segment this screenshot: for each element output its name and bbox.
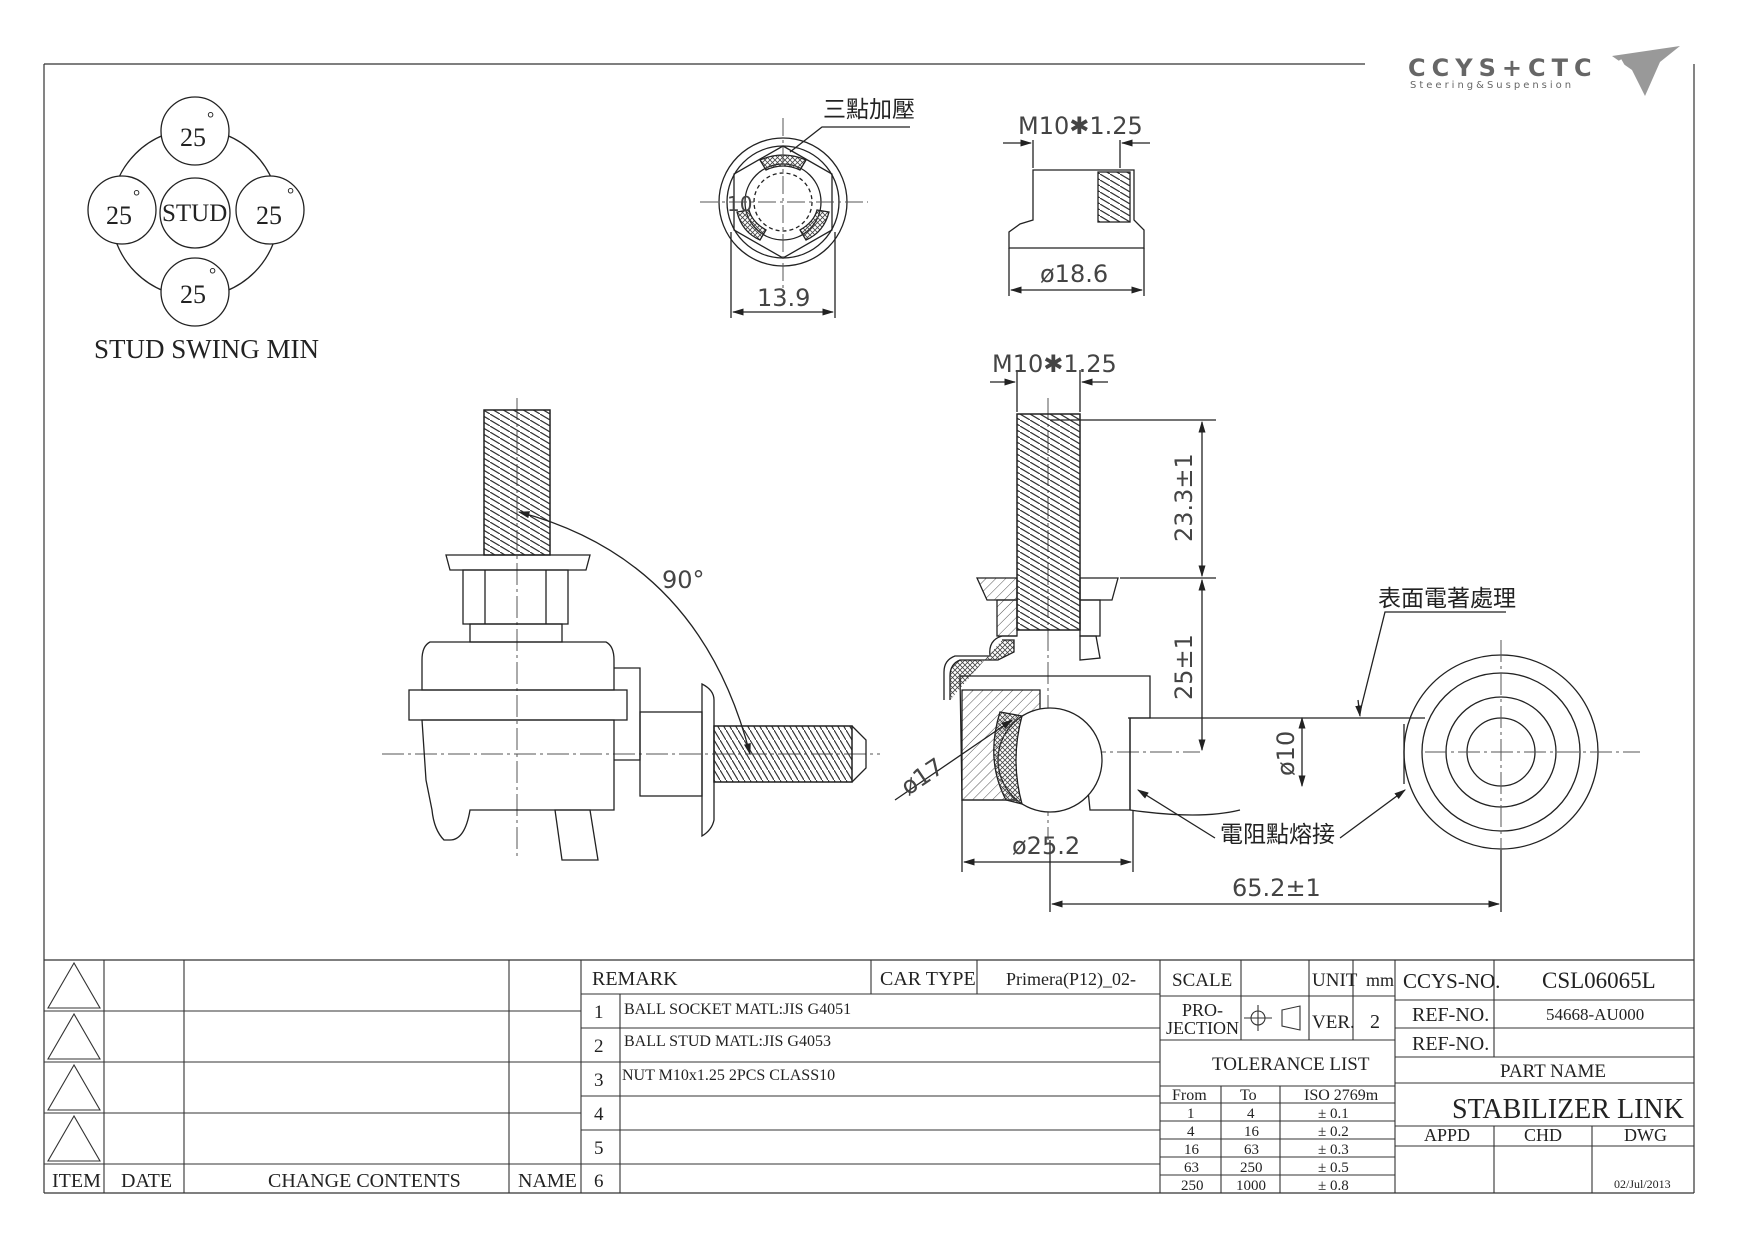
title-block — [1395, 960, 1694, 1193]
part-name-value: STABILIZER LINK — [1452, 1094, 1684, 1125]
nut-side-thread: M10✱1.25 — [1018, 112, 1143, 140]
tol-header-from: From — [1172, 1087, 1207, 1104]
header-change-contents: CHANGE CONTENTS — [268, 1170, 461, 1192]
swing-left-value: 25 — [106, 201, 132, 230]
tol-row-1-to: 4 — [1247, 1106, 1255, 1122]
swing-caption: STUD SWING MIN — [94, 334, 319, 364]
ver-value: 2 — [1370, 1011, 1380, 1033]
angle-label: 90° — [662, 566, 705, 594]
tol-row-4-to: 250 — [1240, 1160, 1263, 1176]
projection-label-2: JECTION — [1166, 1018, 1239, 1038]
nut-side-diameter: ø18.6 — [1040, 260, 1108, 288]
remark-row-3-no: 3 — [594, 1070, 604, 1091]
section-dimension-labels: M10✱1.25 23.3±1 25±1 表面電著處理 ø17 ø10 電阻點熔… — [896, 350, 1516, 902]
tol-header-to: To — [1240, 1087, 1257, 1104]
part-name-label: PART NAME — [1500, 1061, 1606, 1082]
scale-label: SCALE — [1172, 970, 1232, 991]
tol-row-1-from: 1 — [1187, 1106, 1195, 1122]
ccys-no-value: CSL06065L — [1542, 968, 1656, 993]
dwg-label: DWG — [1624, 1125, 1667, 1145]
nut-callout: 三點加壓 — [823, 97, 915, 122]
remark-row-1-no: 1 — [594, 1002, 604, 1023]
nut-side-view — [1003, 139, 1150, 296]
unit-label: UNIT — [1312, 970, 1358, 991]
tol-row-2-tol: ± 0.2 — [1318, 1124, 1349, 1140]
weld-note: 電阻點熔接 — [1220, 822, 1335, 847]
tol-header-std: ISO 2769m — [1304, 1087, 1379, 1104]
main-section-view — [894, 370, 1640, 912]
remark-row-5-no: 5 — [594, 1138, 604, 1159]
tol-row-4-tol: ± 0.5 — [1318, 1160, 1349, 1176]
remark-row-3-text: NUT M10x1.25 2PCS CLASS10 — [622, 1067, 835, 1084]
remark-row-2-no: 2 — [594, 1036, 604, 1057]
overall-length-dim: 65.2±1 — [1232, 874, 1321, 902]
ref-no-label-2: REF-NO. — [1412, 1033, 1489, 1055]
height-dim: 25±1 — [1170, 634, 1198, 700]
stud-swing-diagram — [87, 96, 305, 327]
revision-block — [44, 960, 582, 1193]
swing-bottom-degree: ° — [209, 264, 216, 284]
tol-row-4-from: 63 — [1184, 1160, 1199, 1176]
tol-row-1-tol: ± 0.1 — [1318, 1106, 1349, 1122]
header-date: DATE — [121, 1170, 172, 1192]
sheet-border — [43, 63, 1695, 1194]
remark-row-1-text: BALL SOCKET MATL:JIS G4051 — [624, 1001, 851, 1018]
ccys-no-label: CCYS-NO. — [1403, 969, 1500, 993]
remarks-text: REMARK CAR TYPE Primera(P12)_02- 1 BALL … — [592, 968, 1136, 1192]
projection-label-1: PRO- — [1182, 1000, 1223, 1020]
logo-wing-icon — [1612, 46, 1680, 96]
logo-text: CCYS+CTC — [1408, 54, 1598, 82]
surface-note: 表面電著處理 — [1378, 586, 1516, 611]
revision-headers: ITEM DATE CHANGE CONTENTS NAME — [52, 1170, 577, 1192]
ref-no-value: 54668-AU000 — [1546, 1005, 1644, 1024]
stud-length-dim: 23.3±1 — [1170, 453, 1198, 542]
housing-diameter-dim: ø25.2 — [1012, 832, 1080, 860]
swing-labels: 25 ° 25 ° STUD 25 ° 25 ° STUD SWING MIN — [94, 108, 319, 364]
ver-label: VER. — [1312, 1012, 1355, 1033]
swing-top-degree: ° — [207, 108, 214, 128]
remark-row-2-text: BALL STUD MATL:JIS G4053 — [624, 1033, 831, 1050]
swing-bottom-value: 25 — [180, 280, 206, 309]
tol-row-3-from: 16 — [1184, 1142, 1200, 1158]
tol-row-3-tol: ± 0.3 — [1318, 1142, 1349, 1158]
tol-row-5-to: 1000 — [1236, 1178, 1266, 1194]
scale-text: SCALE UNIT mm PRO- JECTION VER. 2 TOLERA… — [1166, 970, 1394, 1194]
swing-left-degree: ° — [133, 186, 140, 206]
remarks-block — [581, 960, 1161, 1193]
unit-value: mm — [1366, 970, 1394, 990]
car-type-value: Primera(P12)_02- — [1006, 969, 1136, 990]
header-name: NAME — [518, 1170, 577, 1192]
tol-row-3-to: 63 — [1244, 1142, 1259, 1158]
header-item: ITEM — [52, 1170, 101, 1192]
remark-row-4-no: 4 — [594, 1104, 604, 1125]
appd-label: APPD — [1424, 1125, 1470, 1145]
remark-label: REMARK — [592, 968, 678, 990]
ref-no-label: REF-NO. — [1412, 1004, 1489, 1026]
swing-right-degree: ° — [287, 184, 294, 204]
chd-label: CHD — [1524, 1125, 1562, 1145]
tol-row-2-from: 4 — [1187, 1124, 1195, 1140]
remark-row-6-no: 6 — [594, 1171, 604, 1192]
title-block-text: CCYS-NO. CSL06065L REF-NO. 54668-AU000 R… — [1403, 968, 1684, 1191]
tol-row-2-to: 16 — [1244, 1124, 1260, 1140]
swing-top-value: 25 — [180, 123, 206, 152]
logo-tagline: Steering&Suspension — [1410, 80, 1574, 91]
main-side-view — [382, 398, 880, 861]
swing-right-value: 25 — [256, 201, 282, 230]
scale-block — [1160, 960, 1396, 1193]
nut-front-view — [700, 118, 910, 318]
tolerance-title: TOLERANCE LIST — [1212, 1054, 1370, 1075]
ccys-ctc-logo: CCYS+CTC Steering&Suspension — [1408, 46, 1680, 96]
section-thread-label: M10✱1.25 — [992, 350, 1117, 378]
tol-row-5-from: 250 — [1181, 1178, 1204, 1194]
tol-row-5-tol: ± 0.8 — [1318, 1178, 1349, 1194]
car-type-label: CAR TYPE — [880, 968, 976, 990]
rod-diameter-dim: ø10 — [1272, 731, 1300, 776]
nut-width-dim: 13.9 — [757, 284, 810, 312]
drawing-date: 02/Jul/2013 — [1614, 1177, 1671, 1191]
nut-inner-dim: 10 — [727, 192, 752, 216]
swing-center-label: STUD — [162, 200, 227, 227]
